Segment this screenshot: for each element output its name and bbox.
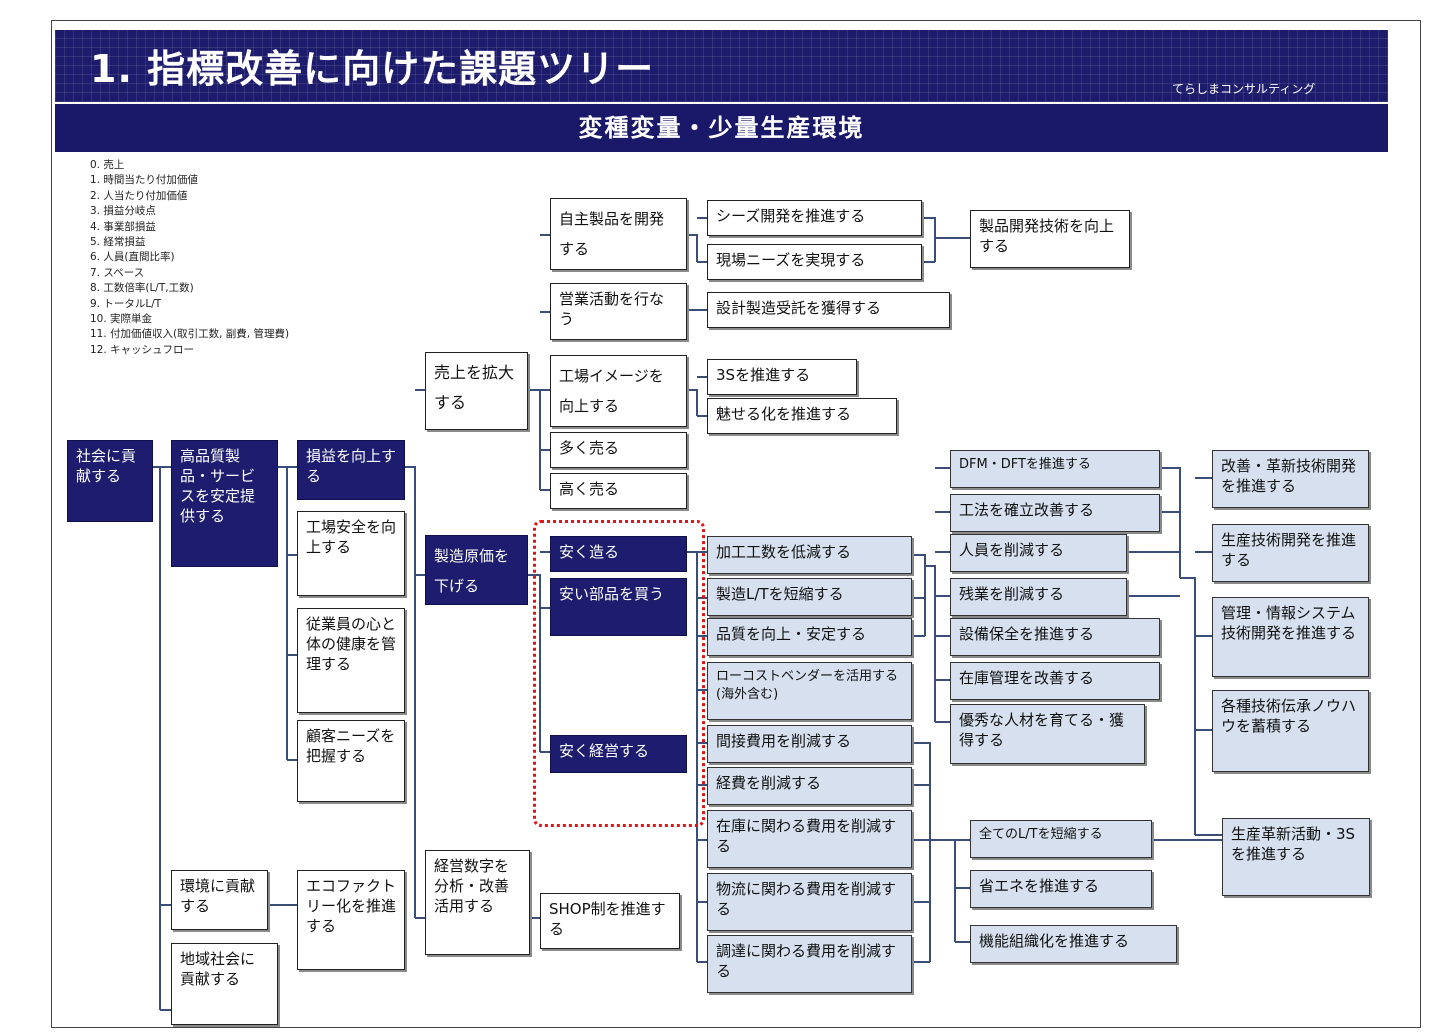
node-management-numbers: 経営数字を分析・改善活用する <box>425 850 530 955</box>
node-process-hours: 加工工数を低減する <box>707 536 912 574</box>
node-3s: 3Sを推進する <box>707 359 857 395</box>
node-procurement-cost: 調達に関わる費用を削減する <box>707 935 912 993</box>
node-talent: 優秀な人材を育てる・獲得する <box>950 704 1145 764</box>
node-prod-tech-dev: 生産技術開発を推進する <box>1212 524 1369 582</box>
node-knowhow: 各種技術伝承ノウハウを蓄積する <box>1212 690 1369 772</box>
node-cheap-parts: 安い部品を買う <box>550 578 687 636</box>
node-innovation-3s: 生産革新活動・3Sを推進する <box>1222 818 1370 896</box>
node-community: 地域社会に貢献する <box>171 943 278 1025</box>
node-logistics-cost: 物流に関わる費用を削減する <box>707 873 912 931</box>
indicator-legend: 0. 売上 1. 時間当たり付加価値 2. 人当たり付加価値 3. 損益分岐点 … <box>90 158 289 358</box>
legend-item: 10. 実際単金 <box>90 313 153 326</box>
page-title: 1. 指標改善に向けた課題ツリー <box>90 47 655 91</box>
node-indirect-cost: 間接費用を削減する <box>707 725 912 763</box>
connector <box>528 234 550 491</box>
node-maintenance: 設備保全を推進する <box>950 618 1160 656</box>
node-lowcost-vendor: ローコストベンダーを活用する(海外含む) <box>707 662 912 720</box>
legend-item: 4. 事業部損益 <box>90 220 156 233</box>
legend-item: 5. 経常損益 <box>90 236 146 249</box>
subtitle-banner: 変種変量・少量生産環境 <box>55 104 1388 152</box>
node-energy: 省エネを推進する <box>970 870 1152 908</box>
node-method: 工法を確立改善する <box>950 494 1160 532</box>
legend-item: 2. 人当たり付加価値 <box>90 189 188 202</box>
connector <box>528 551 550 753</box>
connector <box>687 217 707 263</box>
node-org: 機能組織化を推進する <box>970 925 1177 963</box>
node-expand-sales: 売上を拡大する <box>425 352 528 430</box>
node-marketing: 営業活動を行なう <box>550 283 687 340</box>
slide-frame <box>51 20 1421 1028</box>
node-shop-system: SHOP制を推進する <box>540 893 680 949</box>
legend-item: 9. トータルL/T <box>90 297 162 310</box>
node-cheap-make: 安く造る <box>550 536 687 572</box>
node-sell-high: 高く売る <box>550 473 687 509</box>
legend-item: 6. 人員(直間比率) <box>90 251 175 264</box>
node-sell-more: 多く売る <box>550 432 687 468</box>
connector <box>922 217 970 263</box>
company-name: てらしまコンサルティング <box>1172 82 1316 96</box>
node-own-product: 自主製品を開発する <box>550 198 687 270</box>
node-cheap-manage: 安く経営する <box>550 735 687 773</box>
node-eco-factory: エコファクトリー化を推進する <box>297 870 405 970</box>
connector <box>405 389 425 919</box>
legend-item: 1. 時間当たり付加価値 <box>90 174 198 187</box>
node-environment: 環境に貢献する <box>171 870 268 930</box>
legend-item: 11. 付加価値収入(取引工数, 副費, 管理費) <box>90 328 290 341</box>
connector <box>687 376 707 417</box>
connector <box>153 466 171 1011</box>
node-expenses: 経費を削減する <box>707 767 912 805</box>
node-design-order: 設計製造受託を獲得する <box>707 292 950 328</box>
node-inventory-cost: 在庫に関わる費用を削減する <box>707 810 912 868</box>
node-employee-health: 従業員の心と体の健康を管理する <box>297 608 405 713</box>
node-profit: 損益を向上する <box>297 440 405 500</box>
node-quality-product: 高品質製品・サービスを安定提供する <box>171 440 278 567</box>
connector <box>278 466 297 761</box>
node-field-needs: 現場ニーズを実現する <box>707 244 922 280</box>
node-dfm-dft: DFM・DFTを推進する <box>950 450 1160 488</box>
node-innovation-tech: 改善・革新技術開発を推進する <box>1212 450 1369 508</box>
connector <box>1127 467 1222 836</box>
node-product-tech: 製品開発技術を向上する <box>970 210 1130 268</box>
node-stock-mgmt: 在庫管理を改善する <box>950 662 1160 700</box>
node-seeds-dev: シーズ開発を推進する <box>707 200 922 236</box>
node-factory-image: 工場イメージを向上する <box>550 355 687 427</box>
node-root: 社会に貢献する <box>67 440 153 522</box>
node-quality-stable: 品質を向上・安定する <box>707 618 912 656</box>
legend-item: 12. キャッシュフロー <box>90 343 195 356</box>
node-showing: 魅せる化を推進する <box>707 398 897 434</box>
header-banner <box>55 30 1388 102</box>
highlight-dotted-frame <box>533 520 705 827</box>
connector <box>912 467 950 723</box>
connector <box>912 742 970 963</box>
node-overtime: 残業を削減する <box>950 578 1127 616</box>
legend-item: 3. 損益分岐点 <box>90 205 156 218</box>
node-reduce-cost: 製造原価を下げる <box>425 535 528 605</box>
legend-item: 8. 工数倍率(L/T,工数) <box>90 282 194 295</box>
legend-item: 7. スペース <box>90 266 145 279</box>
node-info-system: 管理・情報システム技術開発を推進する <box>1212 597 1369 677</box>
node-customer-needs: 顧客ニーズを把握する <box>297 720 405 802</box>
node-all-lt: 全てのL/Tを短縮する <box>970 820 1152 858</box>
node-mfg-lt: 製造L/Tを短縮する <box>707 578 912 616</box>
node-staff-cut: 人員を削減する <box>950 534 1127 572</box>
legend-item: 0. 売上 <box>90 159 125 171</box>
node-factory-safety: 工場安全を向上する <box>297 511 405 596</box>
